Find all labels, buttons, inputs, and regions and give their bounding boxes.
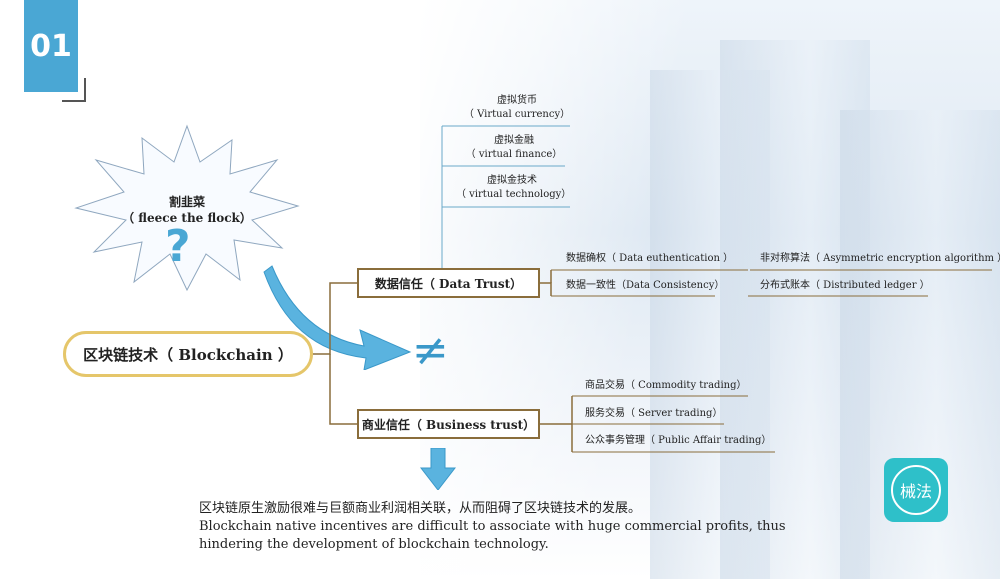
upper-item-virtual-finance: 虚拟金融 （ virtual finance） [465, 135, 563, 160]
logo-ring: 械法 [891, 465, 941, 515]
upper-item-virtual-technology: 虚拟金技术 （ virtual technology） [456, 175, 572, 200]
data-trust-item-distributed-ledger: 分布式账本（ Distributed ledger ） [760, 280, 930, 291]
blockchain-main-node: 区块链技术（ Blockchain ） [63, 331, 313, 377]
data-trust-item-authentication: 数据确权（ Data euthentication ） [566, 253, 734, 264]
main-node-label: 区块链技术（ Blockchain ） [83, 345, 293, 364]
down-arrow-icon [420, 448, 456, 490]
business-item-server-trading: 服务交易（ Server trading） [585, 408, 723, 419]
business-trust-node: 商业信任（ Business trust） [357, 409, 540, 439]
section-number-badge: 01 [24, 0, 78, 92]
conclusion-cn: 区块链原生激励很难与巨额商业利润相关联，从而阻碍了区块链技术的发展。 [199, 501, 642, 516]
data-trust-node: 数据信任（ Data Trust） [357, 268, 540, 298]
business-item-public-affair-trading: 公众事务管理（ Public Affair trading） [585, 435, 772, 446]
burst-subtitle: （ fleece the flock） [122, 211, 252, 225]
business-trust-label: 商业信任（ Business trust） [361, 417, 536, 432]
data-trust-item-asymmetric-algorithm: 非对称算法（ Asymmetric encryption algorithm ） [760, 253, 1000, 264]
business-item-commodity-trading: 商品交易（ Commodity trading） [585, 380, 747, 391]
badge-corner-bracket [62, 78, 86, 102]
data-trust-item-consistency: 数据一致性（Data Consistency） [566, 280, 725, 291]
city-background [420, 0, 1000, 579]
curved-arrow-icon [263, 265, 412, 370]
not-equal-icon: ≠ [412, 325, 449, 376]
burst-title: 割韭菜 [168, 195, 205, 209]
data-trust-label: 数据信任（ Data Trust） [374, 276, 523, 291]
question-mark-icon: ? [165, 221, 191, 272]
section-number: 01 [30, 28, 72, 64]
starburst-shape [74, 124, 300, 292]
conclusion-en: Blockchain native incentives are difficu… [199, 519, 786, 552]
burst-label: 割韭菜 （ fleece the flock） [112, 194, 262, 226]
logo-text: 械法 [899, 482, 932, 501]
brand-logo: 械法 [884, 458, 948, 522]
conclusion-text: 区块链原生激励很难与巨额商业利润相关联，从而阻碍了区块链技术的发展。 Block… [199, 500, 839, 554]
upper-item-virtual-currency: 虚拟货币 （ Virtual currency） [463, 95, 571, 120]
